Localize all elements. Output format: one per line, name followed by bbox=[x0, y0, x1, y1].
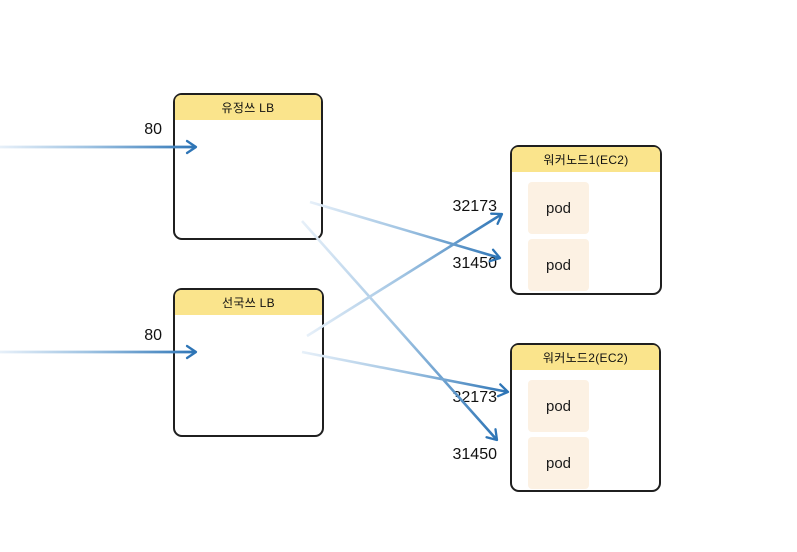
worker2-port-32173-label: 32173 bbox=[452, 389, 498, 406]
lb2-header: 선국쓰 LB bbox=[175, 290, 322, 315]
worker2-pod-2: pod bbox=[528, 437, 589, 489]
lb1-header: 유정쓰 LB bbox=[175, 95, 321, 120]
worker1-port-31450-label: 31450 bbox=[452, 255, 498, 272]
worker2-port-31450-label: 31450 bbox=[452, 446, 498, 463]
arrow-lb1-to-worker2-port31450 bbox=[301, 220, 499, 442]
worker2-title: 워커노드2(EC2) bbox=[542, 351, 629, 365]
worker1-header: 워커노드1(EC2) bbox=[512, 147, 660, 172]
worker1-title: 워커노드1(EC2) bbox=[543, 153, 629, 167]
worker1-pod-1: pod bbox=[528, 182, 589, 234]
arrow-lb2-to-worker1-port32173 bbox=[306, 212, 504, 338]
lb1-inbound-port-label: 80 bbox=[144, 121, 162, 138]
lb1-box: 유정쓰 LB bbox=[173, 93, 323, 240]
arrow-lb2-to-worker2-port32173 bbox=[301, 350, 510, 398]
lb2-title: 선국쓰 LB bbox=[222, 296, 275, 310]
worker2-box: 워커노드2(EC2) pod pod bbox=[510, 343, 661, 492]
lb2-box: 선국쓰 LB bbox=[173, 288, 324, 437]
worker2-pod-1: pod bbox=[528, 380, 589, 432]
worker1-port-32173-label: 32173 bbox=[452, 198, 498, 215]
worker2-header: 워커노드2(EC2) bbox=[512, 345, 659, 370]
worker1-pod-2: pod bbox=[528, 239, 589, 291]
lb2-inbound-port-label: 80 bbox=[144, 327, 162, 344]
worker1-box: 워커노드1(EC2) pod pod bbox=[510, 145, 662, 295]
lb1-title: 유정쓰 LB bbox=[221, 101, 275, 115]
